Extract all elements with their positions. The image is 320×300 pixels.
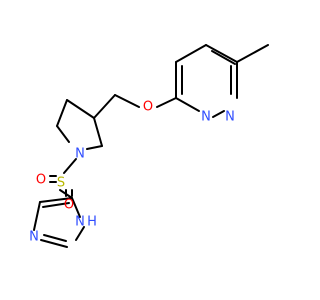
bond-imidazole-4 <box>75 226 85 241</box>
bond-o-ch2 <box>114 94 140 108</box>
bond-methyl <box>236 44 269 63</box>
bond-pyrrolidine-2 <box>66 99 95 119</box>
atom-n-imidazole: N <box>29 230 39 245</box>
bond-pyrrolidine-3 <box>56 99 68 127</box>
bond-pyridazine-2 <box>175 44 207 63</box>
bond-pyrrolidine-1 <box>93 117 103 147</box>
bond-n-s <box>63 158 77 174</box>
atom-o-sulfonyl-bottom: O <box>64 198 74 213</box>
atom-n-pyridazine-b: N <box>225 110 235 125</box>
bond-pyridazine-4 <box>175 97 200 112</box>
bond-pyridazine-5 <box>212 110 225 118</box>
atom-nh-imidazole-n: N <box>75 215 85 230</box>
bond-pyrrolidine-4 <box>56 125 70 143</box>
bond-o-ring <box>156 97 177 108</box>
atom-s-sulfonyl: S <box>57 176 65 191</box>
bond-imidazole-1-double <box>42 202 70 208</box>
bond-imidazole-5 <box>71 197 81 218</box>
molecule-diagram: N N O N S O O N N H <box>29 44 269 248</box>
bond-imidazole-2 <box>33 201 41 231</box>
atom-nh-imidazole-h: H <box>87 215 97 230</box>
bond-imidazole-1 <box>39 197 73 203</box>
atom-o-ether: O <box>143 100 153 115</box>
atom-o-sulfonyl-left: O <box>36 173 46 188</box>
atom-n-pyridazine-a: N <box>201 110 211 125</box>
bond-imidazole-3-double <box>43 234 67 242</box>
bond-layer <box>33 44 269 248</box>
bond-s-c <box>59 189 73 199</box>
bond-pyridazine-1-double <box>211 50 236 65</box>
bond-pyrrolidine-5 <box>86 145 103 150</box>
bond-ch2-pyrrolidine <box>93 94 116 119</box>
bond-pyridazine-1 <box>205 44 238 63</box>
molecule-structure-svg: N N O N S O O N N H <box>29 44 269 248</box>
atom-label-layer: N N O N S O O N N H <box>29 100 235 245</box>
atom-n-pyrrolidine: N <box>75 147 85 162</box>
bond-imidazole-3 <box>40 239 68 248</box>
